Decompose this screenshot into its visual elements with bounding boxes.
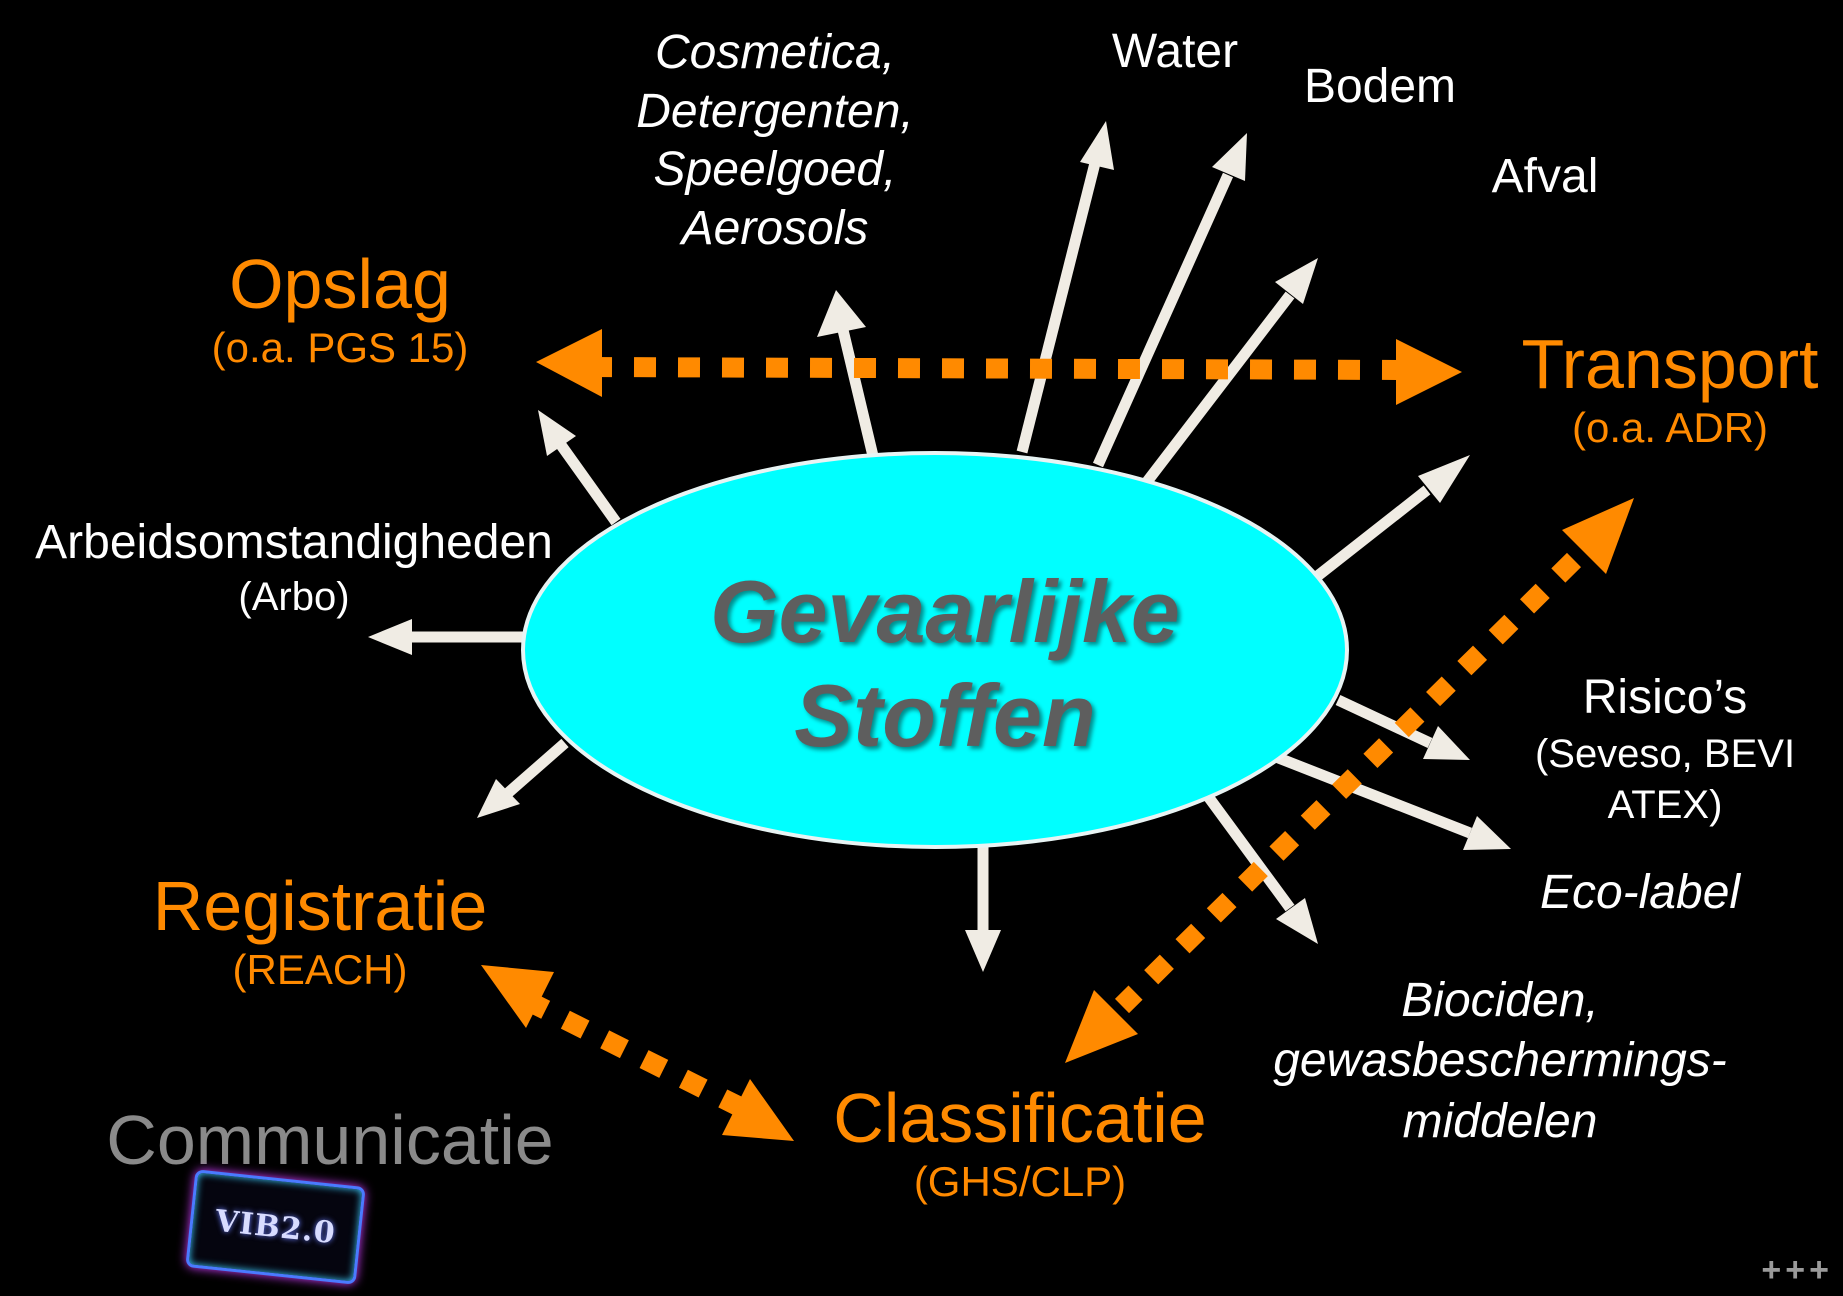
- arrow-to-ecolabel: [1273, 751, 1511, 850]
- cosmetica-line3: Speelgoed,: [653, 143, 897, 197]
- cosmetica-line1: Cosmetica,: [654, 26, 896, 79]
- arbo-title: Arbeidsomstandigheden: [35, 516, 553, 569]
- communicatie-label: Communicatie: [106, 1101, 554, 1179]
- white-arrows: [368, 121, 1511, 972]
- bodem-label: Bodem: [1303, 60, 1457, 113]
- biociden-line1: Biociden,: [1401, 974, 1599, 1027]
- arrow-to-bodem: [1092, 133, 1247, 468]
- opslag-title: Opslag: [229, 245, 451, 323]
- risicos-label: Risico’s (Seveso, BEVI ATEX): [1515, 668, 1815, 831]
- registratie-title: Registratie: [152, 867, 488, 945]
- center-title-line2: Stoffen: [794, 665, 1096, 765]
- arbo-sub: (Arbo): [238, 574, 350, 619]
- orange-dotted-arrows: [481, 329, 1634, 1141]
- risicos-line1: Risico’s: [1582, 671, 1748, 724]
- vib-logo-text: VIB2.0: [213, 1203, 338, 1251]
- registratie-classificatie-arrow: [481, 965, 794, 1141]
- risicos-line2: (Seveso, BEVI: [1534, 731, 1796, 776]
- arrow-to-arbo: [368, 619, 524, 655]
- arrow-to-cosmetica: [817, 290, 879, 458]
- risicos-line3: ATEX): [1607, 782, 1723, 827]
- classificatie-title: Classificatie: [833, 1079, 1207, 1157]
- opslag-sub: (o.a. PGS 15): [211, 323, 469, 371]
- corner-plus-mark: +++: [1761, 1251, 1833, 1289]
- registratie-label: Registratie (REACH): [110, 867, 530, 995]
- arrow-to-biociden: [1202, 791, 1318, 944]
- cosmetica-line2: Detergenten,: [636, 84, 914, 138]
- biociden-label: Biociden, gewasbeschermings- middelen: [1230, 971, 1770, 1152]
- classificatie-label: Classificatie (GHS/CLP): [800, 1079, 1240, 1207]
- arrow-to-risicos: [1335, 695, 1470, 760]
- transport-title: Transport: [1521, 325, 1819, 403]
- transport-sub: (o.a. ADR): [1571, 403, 1769, 451]
- opslag-label: Opslag (o.a. PGS 15): [170, 245, 510, 373]
- center-ellipse: [521, 451, 1349, 849]
- arrow-to-registratie: [477, 738, 569, 818]
- transport-label: Transport (o.a. ADR): [1500, 325, 1840, 453]
- cosmetica-label: Cosmetica, Detergenten, Speelgoed, Aeros…: [590, 24, 960, 258]
- arbo-label: Arbeidsomstandigheden (Arbo): [4, 514, 584, 621]
- arrow-to-water: [1016, 121, 1114, 454]
- arrow-to-transport: [1311, 455, 1470, 583]
- arrow-to-opslag: [538, 410, 621, 526]
- biociden-line2: gewasbeschermings-: [1273, 1034, 1727, 1088]
- ecolabel-label: Eco-label: [1539, 866, 1741, 919]
- center-title-line1: Gevaarlijke: [710, 562, 1180, 661]
- arrow-to-classificatie: [965, 840, 1001, 972]
- transport-classificatie-arrow: [1065, 498, 1634, 1063]
- water-label: Water: [1111, 25, 1239, 78]
- registratie-sub: (REACH): [232, 945, 408, 993]
- opslag-transport-arrow: [536, 329, 1462, 405]
- center-title: Gevaarlijke Stoffen: [520, 560, 1370, 768]
- arrow-to-afval: [1141, 258, 1318, 487]
- classificatie-sub: (GHS/CLP): [913, 1157, 1127, 1205]
- biociden-line3: middelen: [1402, 1094, 1598, 1148]
- afval-label: Afval: [1491, 150, 1599, 203]
- cosmetica-line4: Aerosols: [681, 201, 869, 255]
- vib-logo: VIB2.0: [185, 1169, 366, 1285]
